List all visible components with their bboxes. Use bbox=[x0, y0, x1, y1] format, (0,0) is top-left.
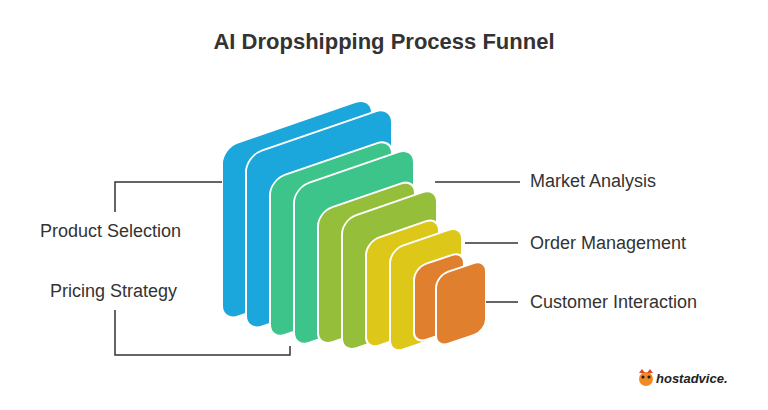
leader-line bbox=[465, 242, 518, 244]
logo-icon bbox=[639, 369, 653, 386]
stage-label: Market Analysis bbox=[530, 170, 656, 192]
watermark: hostadvice. bbox=[656, 371, 728, 387]
leader-line bbox=[435, 181, 520, 183]
stage-label: Product Selection bbox=[40, 220, 181, 242]
leader-line bbox=[115, 182, 222, 212]
leader-line bbox=[115, 310, 290, 355]
funnel-layer bbox=[436, 259, 486, 348]
diagram-title: AI Dropshipping Process Funnel bbox=[0, 29, 768, 55]
leader-line bbox=[486, 301, 518, 303]
stage-label: Pricing Strategy bbox=[50, 280, 177, 302]
stage-label: Customer Interaction bbox=[530, 291, 697, 313]
stage-label: Order Management bbox=[530, 232, 686, 254]
